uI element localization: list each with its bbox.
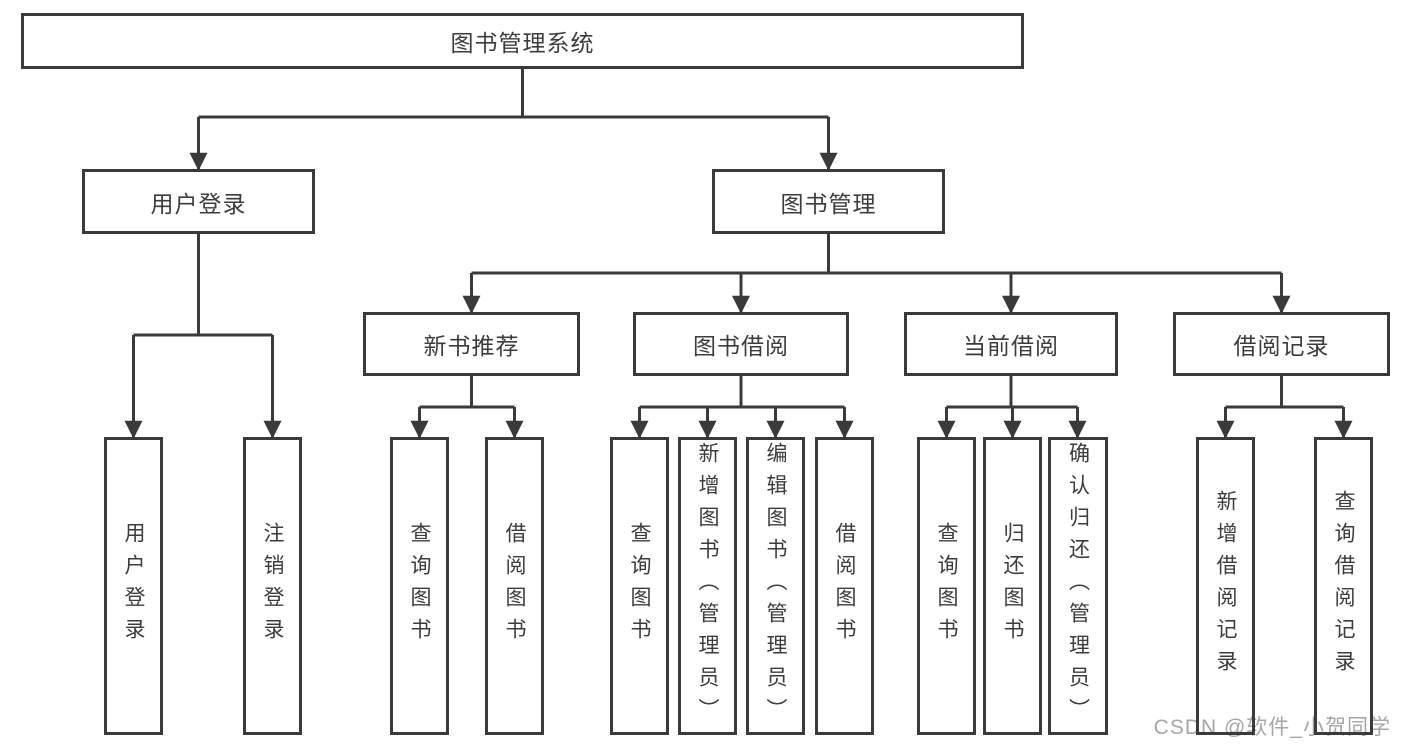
node-borrowing-records: 借阅记录 [1173,312,1390,376]
leaf-return-books: 归还图书 [983,437,1042,735]
leaf-recommend-query-books: 查询图书 [390,437,449,735]
leaf-recommend-borrow-books: 借阅图书 [485,437,544,735]
leaf-add-books-admin: 新增图书（管理员） [678,437,737,735]
connector-lines [133,69,1344,409]
leaf-user-login: 用户登录 [104,437,163,735]
node-current-borrowing: 当前借阅 [904,312,1118,376]
node-new-book-recommend: 新书推荐 [363,312,580,376]
node-book-management: 图书管理 [712,169,945,234]
leaf-edit-books-admin: 编辑图书（管理员） [746,437,805,735]
node-root-library-system: 图书管理系统 [21,13,1024,69]
leaf-borrowing-query-books: 查询图书 [610,437,669,735]
node-user-login: 用户登录 [82,169,315,234]
leaf-query-borrow-record: 查询借阅记录 [1314,437,1373,735]
arrowheads [124,117,1353,439]
leaf-confirm-return-admin: 确认归还（管理员） [1048,437,1108,735]
node-book-borrowing: 图书借阅 [633,312,849,376]
csdn-watermark: CSDN @软件_小贺同学 [1153,716,1391,739]
leaf-current-query-books: 查询图书 [917,437,976,735]
leaf-borrow-books: 借阅图书 [815,437,874,735]
leaf-logout: 注销登录 [243,437,302,735]
leaf-add-borrow-record: 新增借阅记录 [1196,437,1255,735]
